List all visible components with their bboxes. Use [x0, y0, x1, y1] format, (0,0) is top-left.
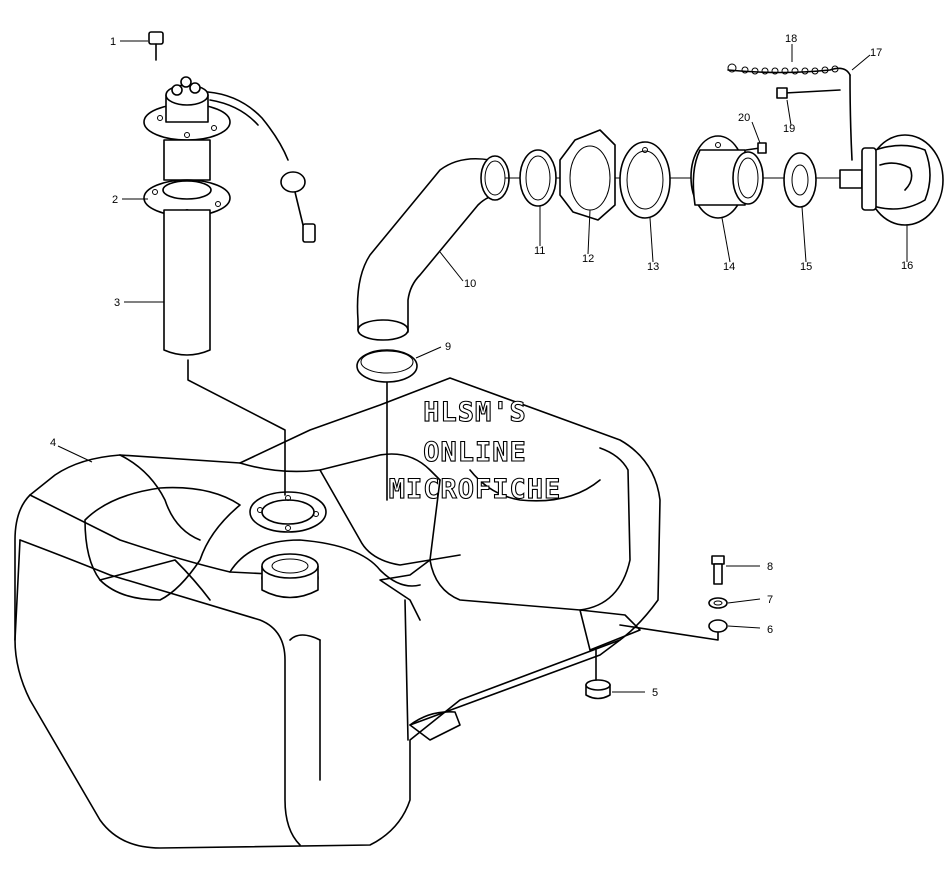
callout-20: 20	[738, 112, 750, 124]
callout-16: 16	[901, 260, 913, 272]
callout-4: 4	[50, 437, 56, 449]
leader-lines	[57, 40, 908, 693]
hose-clamp	[356, 349, 418, 501]
mounting-hardware	[585, 555, 728, 700]
watermark-line-1: HLSM'S	[423, 397, 527, 428]
watermark-line-3: MICROFICHE	[389, 474, 562, 505]
callout-18: 18	[785, 33, 797, 45]
watermark: HLSM'S ONLINE MICROFICHE	[388, 396, 562, 505]
callout-12: 12	[582, 253, 594, 265]
callout-14: 14	[723, 261, 735, 273]
callout-13: 13	[647, 261, 659, 273]
filler-hose	[356, 155, 510, 341]
fuel-tank	[14, 377, 661, 849]
callout-3: 3	[114, 297, 120, 309]
callout-6: 6	[767, 624, 773, 636]
callout-2: 2	[112, 194, 118, 206]
watermark-line-2: ONLINE	[423, 437, 527, 468]
callout-10: 10	[464, 278, 476, 290]
callout-8: 8	[767, 561, 773, 573]
callout-11: 11	[534, 245, 545, 257]
callout-7: 7	[767, 594, 773, 606]
fuel-sending-unit	[143, 31, 316, 496]
callout-19: 19	[783, 123, 795, 135]
filler-cap-assembly	[505, 63, 944, 226]
callout-numbers: 1 2 3 4 5 6 7 8 9 10 11 12 13 14 15 16 1…	[50, 33, 913, 699]
callout-15: 15	[800, 261, 812, 273]
callout-5: 5	[652, 687, 658, 699]
callout-9: 9	[445, 341, 451, 353]
callout-1: 1	[110, 36, 116, 48]
callout-17: 17	[870, 47, 882, 59]
